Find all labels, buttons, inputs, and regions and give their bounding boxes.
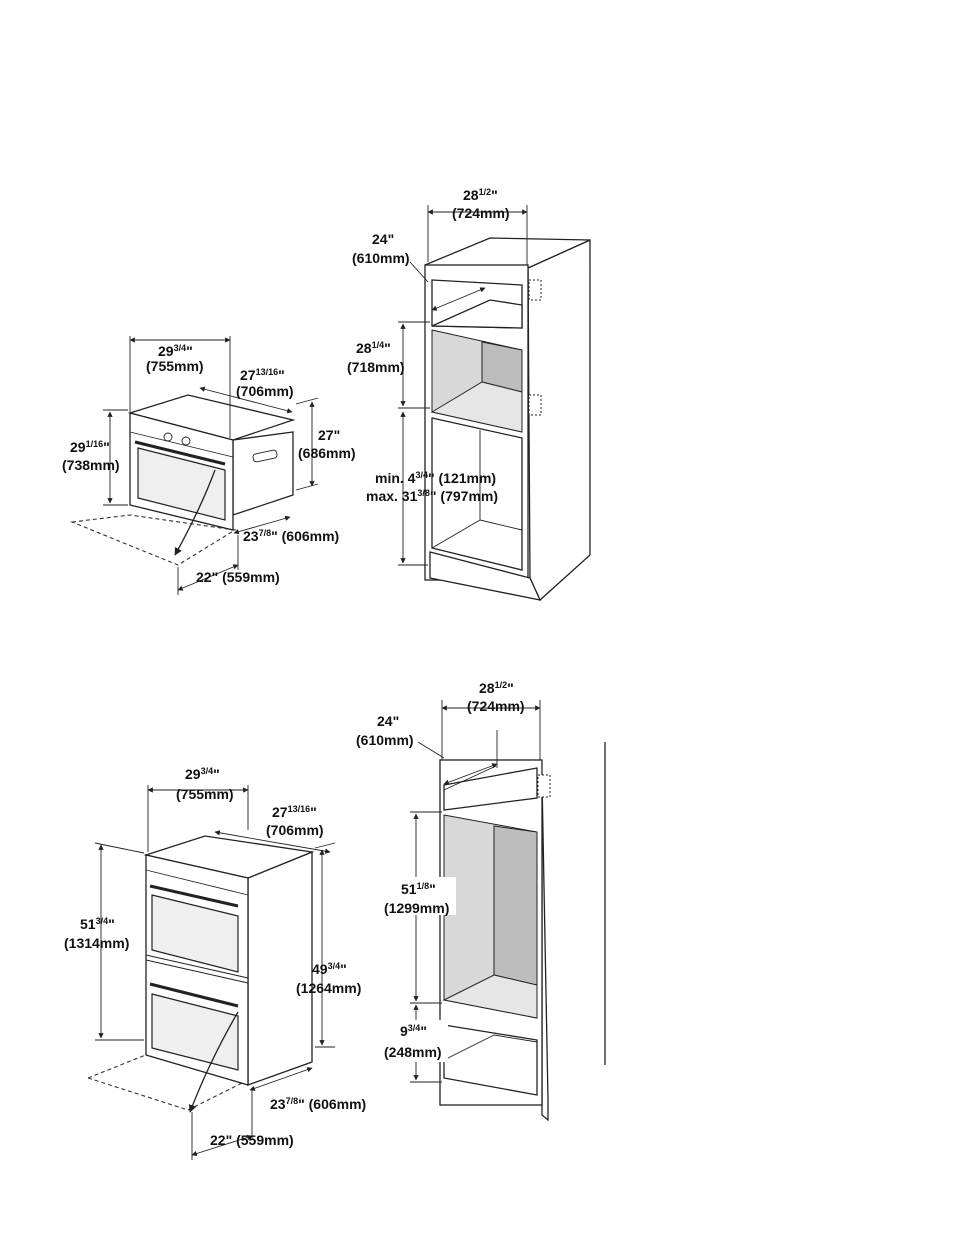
single-oven-height-mm: (738mm) [62, 457, 120, 473]
single-cabinet-width-mm: (724mm) [452, 205, 510, 221]
double-oven-width-mm: (755mm) [176, 786, 234, 802]
double-oven-depth-dimension: 2713/16" (706mm) [214, 804, 331, 854]
single-oven-height-label: 291/16" [70, 439, 110, 455]
double-oven-height-label: 513/4" [80, 916, 115, 932]
double-oven-door-swing-label: 22" (559mm) [210, 1132, 294, 1148]
double-oven-height-mm: (1314mm) [64, 935, 129, 951]
single-cabinet-min-label: min. 43/4" (121mm) [375, 470, 496, 486]
single-oven-body-depth-label: 237/8" (606mm) [243, 528, 339, 544]
double-oven-cabinet-illustration [439, 742, 606, 1122]
double-cabinet-width-mm: (724mm) [467, 698, 525, 714]
double-cabinet-depth-dimension: 24" (610mm) [356, 713, 498, 785]
single-oven-depth-label: 2713/16" [240, 367, 285, 383]
double-oven-body-depth-label: 237/8" (606mm) [270, 1096, 366, 1112]
double-cabinet-depth-label: 24" [377, 713, 399, 729]
double-oven-depth-mm: (706mm) [266, 822, 324, 838]
double-oven-width-label: 293/4" [185, 766, 220, 782]
double-oven-height-dimension: 513/4" (1314mm) [64, 842, 145, 1041]
double-cabinet-width-dimension: 281/2" (724mm) [441, 680, 541, 760]
single-oven-cabinet-illustration [424, 237, 591, 602]
double-cabinet-cutout-height-label: 511/8" [401, 881, 436, 897]
single-oven-door-swing-dimension: 22" (559mm) [177, 535, 280, 595]
single-oven-body-height-dimension: 27" (686mm) [295, 397, 356, 491]
single-cabinet-depth-dimension: 24" (610mm) [352, 231, 486, 311]
single-cabinet-cutout-height-label: 281/4" [356, 340, 391, 356]
single-oven-height-dimension: 291/16" (738mm) [62, 409, 128, 506]
double-cabinet-base-height-label: 93/4" [400, 1023, 427, 1039]
single-cabinet-depth-mm: (610mm) [352, 250, 410, 266]
single-oven-illustration [69, 394, 296, 566]
double-oven-body-height-mm: (1264mm) [296, 980, 361, 996]
single-cabinet-width-label: 281/2" [463, 187, 498, 203]
double-oven-body-height-label: 493/4" [312, 961, 347, 977]
single-oven-figure: 293/4" (755mm) 2713/16" (706mm) 291/16" … [62, 187, 591, 602]
double-oven-width-dimension: 293/4" (755mm) [147, 766, 249, 852]
double-oven-body-depth-dimension: 237/8" (606mm) [249, 1067, 366, 1112]
double-oven-illustration [86, 835, 315, 1113]
double-cabinet-width-label: 281/2" [479, 680, 514, 696]
single-oven-body-height-label: 27" [318, 427, 340, 443]
single-cabinet-max-label: max. 313/8" (797mm) [366, 488, 498, 504]
single-oven-width-dimension: 293/4" (755mm) [129, 336, 231, 438]
single-oven-body-depth-dimension: 237/8" (606mm) [233, 515, 339, 544]
double-cabinet-depth-mm: (610mm) [356, 732, 414, 748]
double-cabinet-cutout-height-mm: (1299mm) [384, 900, 449, 916]
double-oven-body-height-dimension: 493/4" (1264mm) [296, 842, 361, 1048]
single-oven-width-mm: (755mm) [146, 358, 204, 374]
double-oven-figure: 293/4" (755mm) 2713/16" (706mm) 513/4" (… [64, 680, 606, 1160]
double-cabinet-cutout-height-dimension: 511/8" (1299mm) [384, 811, 456, 1004]
single-oven-depth-mm: (706mm) [236, 383, 294, 399]
single-cabinet-depth-label: 24" [372, 231, 394, 247]
double-cabinet-base-height-dimension: 93/4" (248mm) [384, 1004, 448, 1083]
single-oven-door-swing-label: 22" (559mm) [196, 569, 280, 585]
single-oven-width-label: 293/4" [158, 343, 193, 359]
single-oven-body-height-mm: (686mm) [298, 445, 356, 461]
single-cabinet-cutout-height-mm: (718mm) [347, 359, 405, 375]
double-oven-depth-label: 2713/16" [272, 804, 317, 820]
single-cabinet-width-dimension: 281/2" (724mm) [427, 187, 528, 265]
single-cabinet-base-height-dimension: min. 43/4" (121mm) max. 313/8" (797mm) [366, 411, 498, 566]
single-cabinet-cutout-height-dimension: 281/4" (718mm) [347, 321, 430, 409]
double-oven-door-swing-dimension: 22" (559mm) [191, 1090, 294, 1160]
single-oven-depth-dimension: 2713/16" (706mm) [199, 367, 294, 414]
double-cabinet-base-height-mm: (248mm) [384, 1044, 442, 1060]
